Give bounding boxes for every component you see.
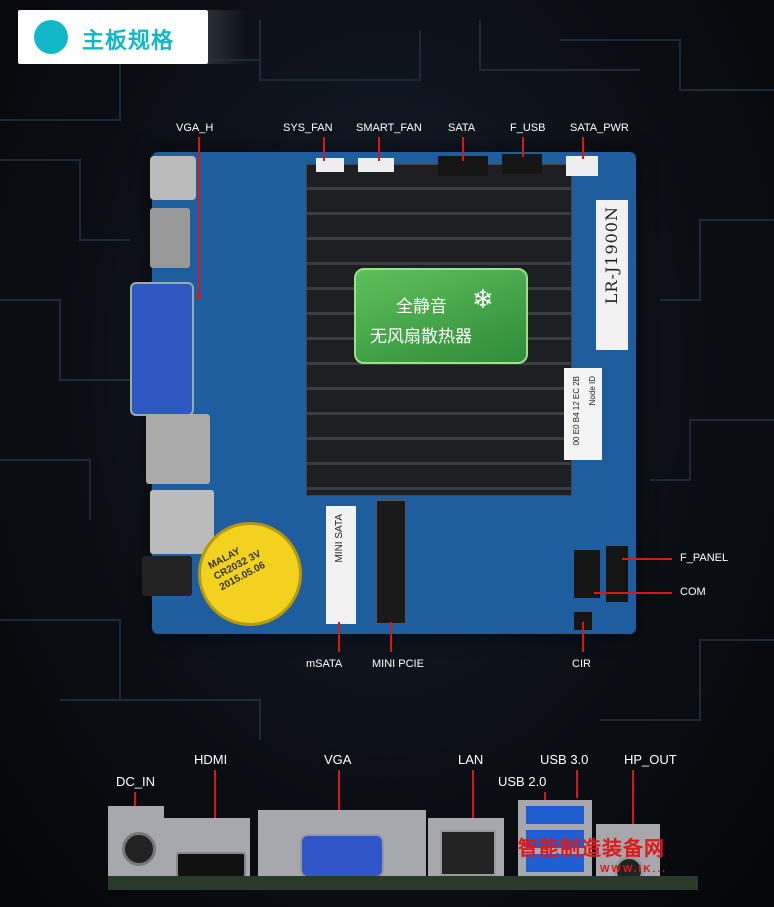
node-id-value: 00 E0 B4 12 EC 2B <box>572 376 581 446</box>
msata-slot: MINI SATA <box>326 506 356 624</box>
f-usb-header <box>502 154 542 174</box>
vga-connector <box>130 282 194 416</box>
usb-connector <box>150 490 214 554</box>
callout-line <box>594 592 672 594</box>
label-sata: SATA <box>448 122 476 134</box>
callout-line <box>522 137 524 157</box>
label-dc-in: DC_IN <box>116 774 156 789</box>
f-panel-header <box>606 546 628 602</box>
label-mini-pcie: MINI PCIE <box>372 658 424 670</box>
callout-line <box>323 137 325 161</box>
label-lan: LAN <box>458 752 484 767</box>
node-id-sticker: Node ID 00 E0 B4 12 EC 2B <box>564 368 602 460</box>
chip-icon <box>34 20 68 54</box>
callout-line <box>462 137 464 161</box>
callout-line <box>472 770 474 822</box>
callout-line <box>582 622 584 652</box>
label-f-usb: F_USB <box>510 122 546 134</box>
sata-pwr-header <box>566 156 598 176</box>
com-header <box>574 550 600 598</box>
cmos-battery <box>198 522 302 626</box>
label-com: COM <box>680 586 706 598</box>
label-smart-fan: SMART_FAN <box>356 122 422 134</box>
callout-line <box>582 137 584 159</box>
label-f-panel: F_PANEL <box>680 552 729 564</box>
model-label: LR-J1900N <box>596 200 628 350</box>
msata-slot-text: MINI SATA <box>334 514 345 563</box>
cir-header <box>574 612 592 630</box>
sata-port <box>438 156 488 176</box>
audio-connector <box>142 556 192 596</box>
label-vga-h: VGA_H <box>176 122 214 134</box>
io-board-edge <box>108 876 698 890</box>
badge-line1: 全静音 <box>396 297 447 317</box>
watermark-url: WWW.IK... <box>600 864 667 875</box>
dc-in-jack <box>122 832 156 866</box>
callout-line <box>338 622 340 652</box>
vga-port <box>300 834 384 878</box>
node-id-label: Node ID <box>588 376 597 406</box>
model-text: LR-J1900N <box>602 206 621 305</box>
callout-line <box>390 622 392 652</box>
callout-line <box>198 137 200 297</box>
label-msata: mSATA <box>306 658 343 670</box>
label-usb20: USB 2.0 <box>498 774 547 789</box>
callout-dot <box>196 294 201 299</box>
label-cir: CIR <box>572 658 591 670</box>
label-vga: VGA <box>324 752 352 767</box>
page-title: 主板规格 <box>82 29 175 54</box>
callout-line <box>576 770 578 798</box>
label-sys-fan: SYS_FAN <box>283 122 333 134</box>
usb30-port <box>526 806 584 824</box>
lan-connector <box>146 414 210 484</box>
label-hdmi: HDMI <box>194 752 228 767</box>
sys-fan-header <box>316 158 344 172</box>
label-usb30: USB 3.0 <box>540 752 589 767</box>
smart-fan-header <box>358 158 394 172</box>
usb20-port <box>526 854 584 872</box>
dc-jack-connector <box>150 156 196 200</box>
hdmi-connector <box>150 208 190 268</box>
callout-line <box>622 558 672 560</box>
label-sata-pwr: SATA_PWR <box>570 122 629 134</box>
callout-line <box>338 770 340 830</box>
hdmi-port <box>176 852 246 878</box>
fanless-badge <box>354 268 528 364</box>
callout-line <box>214 770 216 830</box>
badge-line2: 无风扇散热器 <box>370 327 472 347</box>
mini-pcie-slot <box>376 500 406 624</box>
title-banner: 主板规格 <box>18 10 248 64</box>
callout-line <box>378 137 380 161</box>
usb30-port <box>526 830 584 848</box>
lan-port <box>440 830 496 876</box>
label-hp-out: HP_OUT <box>624 752 677 767</box>
snowflake-icon: ❄ <box>472 284 494 314</box>
callout-line <box>632 770 634 830</box>
watermark-text: 智能制造装备网 <box>518 836 665 860</box>
